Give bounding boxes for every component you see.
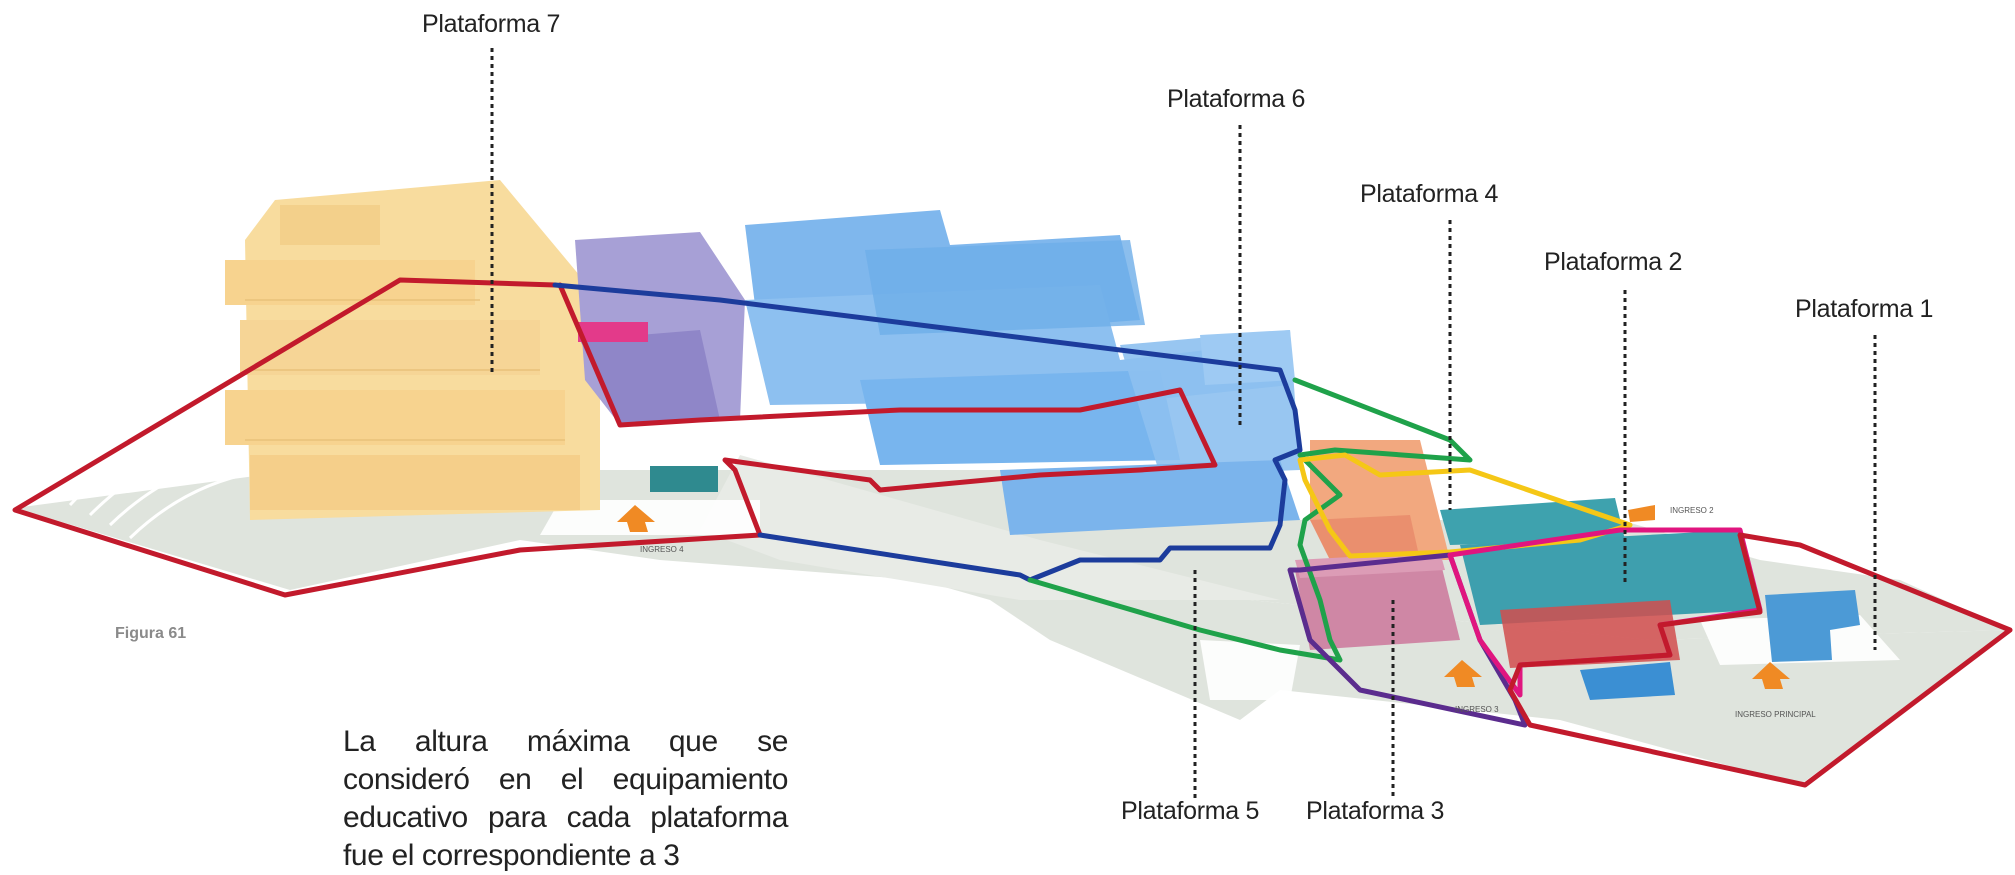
building-lavender xyxy=(575,232,745,425)
campus-platform-diagram xyxy=(12,48,2013,800)
leader-lines xyxy=(490,48,1877,800)
label-plataforma-4: Plataforma 4 xyxy=(1360,180,1499,208)
figure-caption: Figura 61 xyxy=(115,625,187,642)
label-plataforma-5: Plataforma 5 xyxy=(1121,797,1260,825)
outline-plataforma-6 xyxy=(552,282,1303,583)
label-plataforma-6: Plataforma 6 xyxy=(1167,85,1306,113)
outline-plataforma-1 xyxy=(1507,532,2013,788)
building-plataforma-7 xyxy=(225,180,600,520)
label-ingreso-4: INGRESO 4 xyxy=(640,545,684,554)
label-plataforma-2: Plataforma 2 xyxy=(1544,248,1683,276)
outline-plataforma-7 xyxy=(12,277,1218,598)
building-plataforma-6 xyxy=(745,210,1300,535)
label-ingreso-2: INGRESO 2 xyxy=(1670,506,1714,515)
label-plataforma-7: Plataforma 7 xyxy=(422,10,561,38)
body-paragraph: La altura máxima que se consideró en el … xyxy=(343,725,788,872)
label-ingreso-3: INGRESO 3 xyxy=(1455,705,1499,714)
building-plataforma-4 xyxy=(1310,440,1450,560)
building-teal-small xyxy=(650,466,718,492)
outline-plataforma-5 xyxy=(1027,377,1473,663)
label-plataforma-1: Plataforma 1 xyxy=(1795,295,1934,323)
label-ingreso-principal: INGRESO PRINCIPAL xyxy=(1735,710,1816,719)
outline-plataforma-4 xyxy=(1297,452,1633,559)
platform-outlines xyxy=(12,277,2013,788)
label-plataforma-3: Plataforma 3 xyxy=(1306,797,1445,825)
entrance-arrows xyxy=(617,505,1790,689)
building-plataforma-1 xyxy=(1765,590,1860,662)
